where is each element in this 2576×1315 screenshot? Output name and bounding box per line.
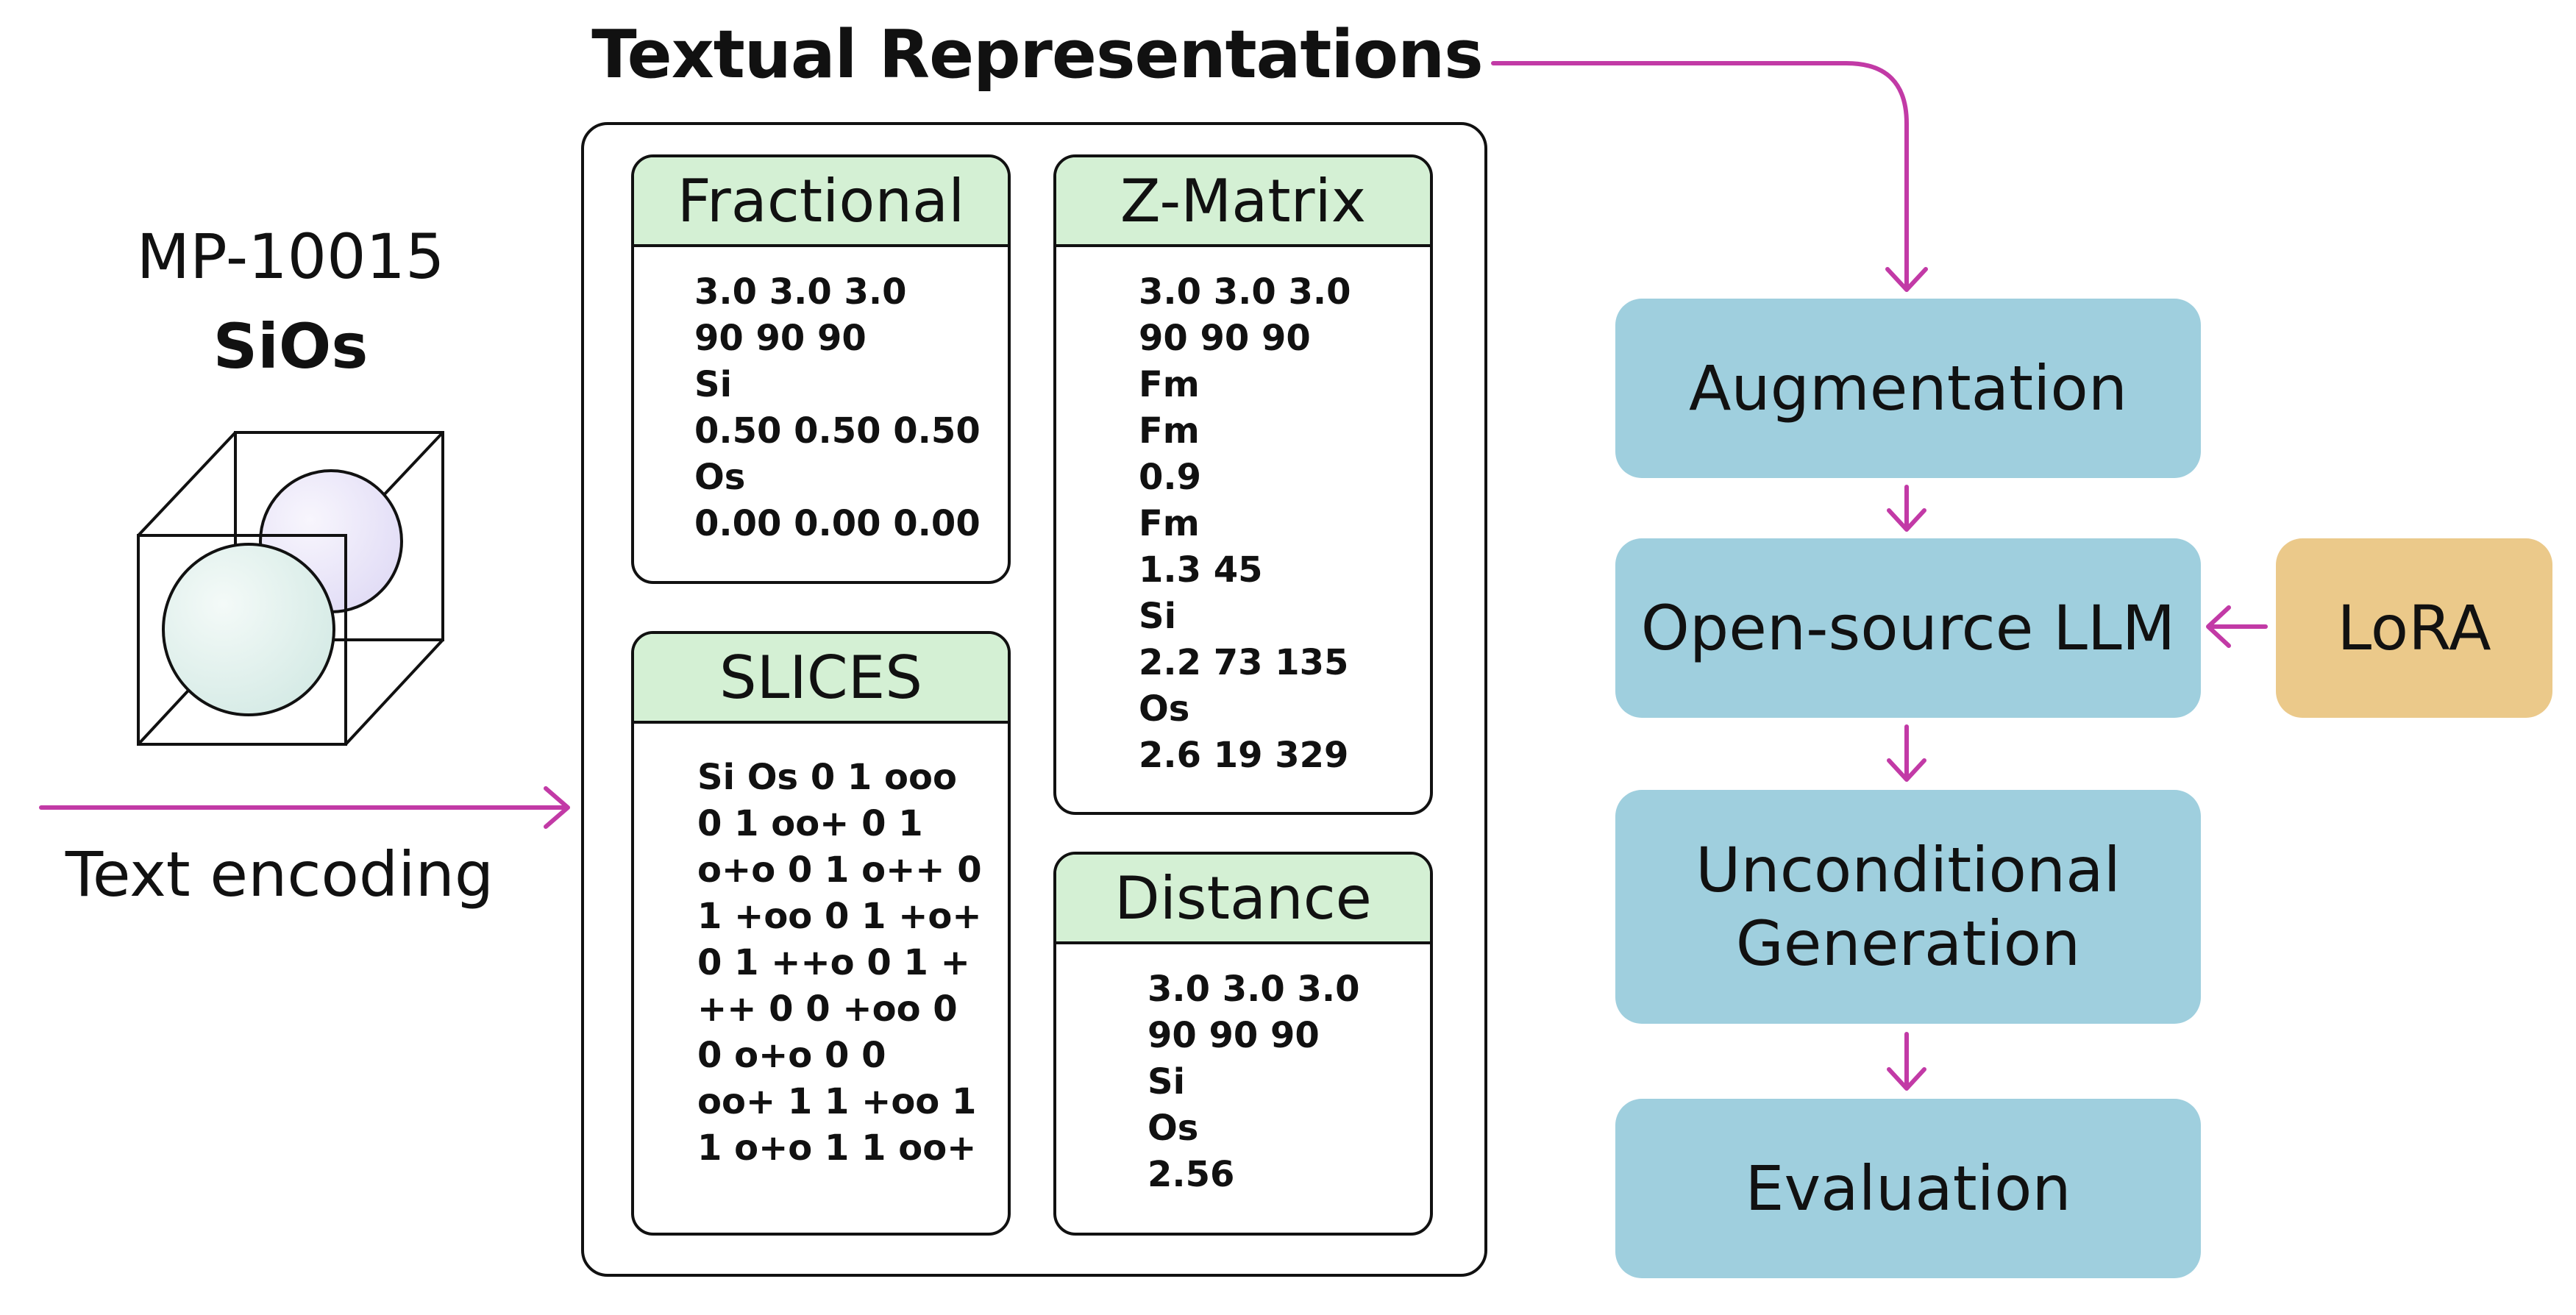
card-line: 0 1 oo+ 0 1 [697,803,923,844]
card-line: 0.9 [1139,457,1202,498]
representations-panel [581,122,1487,1277]
fractional-card-body: 3.0 3.0 3.0 90 90 90 Si 0.50 0.50 0.50 O… [634,247,1008,547]
card-line: 1.3 45 [1139,549,1263,591]
card-line: Os [1148,1108,1199,1149]
card-line: 1 +oo 0 1 +o+ [697,896,982,937]
card-line: 3.0 3.0 3.0 [1139,271,1351,313]
arrow-augmentation-to-llm [1887,485,1926,532]
slices-card-body: Si Os 0 1 ooo 0 1 oo+ 0 1 o+o 0 1 o++ 0 … [634,724,1008,1172]
pipeline-arrows [1887,485,2268,1091]
card-line: 2.6 19 329 [1139,735,1349,776]
card-line: Si [1139,596,1177,637]
card-line: 2.56 [1148,1154,1235,1195]
card-line: Os [1139,688,1190,730]
card-line: Si [1148,1061,1186,1102]
fractional-card: Fractional 3.0 3.0 3.0 90 90 90 Si 0.50 … [631,154,1011,584]
zmatrix-card: Z-Matrix 3.0 3.0 3.0 90 90 90 Fm Fm 0.9 … [1053,154,1433,815]
main-title: Textual Representations [591,16,1484,93]
large-sphere-icon [162,543,335,716]
slices-card-title: SLICES [634,634,1008,724]
card-line: Fm [1139,364,1200,405]
material-formula: SiOs [213,310,369,382]
card-line: oo+ 1 1 +oo 1 [697,1081,977,1122]
card-line: Fm [1139,503,1200,544]
card-line: Si [694,364,733,405]
card-line: 3.0 3.0 3.0 [1148,969,1360,1010]
fractional-card-title: Fractional [634,157,1008,247]
card-line: 0 o+o 0 0 [697,1035,886,1076]
card-line: 90 90 90 [694,318,867,359]
arrow-llm-to-generation [1887,724,1926,782]
card-line: Si Os 0 1 ooo [697,757,957,798]
card-line: Os [694,457,746,498]
text-encoding-arrow [39,786,570,829]
unconditional-generation-box: Unconditional Generation [1615,790,2201,1024]
card-line: 90 90 90 [1148,1015,1320,1056]
augmentation-box: Augmentation [1615,299,2201,478]
evaluation-box: Evaluation [1615,1099,2201,1278]
card-line: 90 90 90 [1139,318,1311,359]
card-line: 0.00 0.00 0.00 [694,503,981,544]
text-encoding-label: Text encoding [65,838,494,910]
card-line: 0.50 0.50 0.50 [694,410,981,452]
arrow-generation-to-evaluation [1887,1032,1926,1091]
generation-label-line1: Unconditional [1696,834,2121,906]
zmatrix-card-body: 3.0 3.0 3.0 90 90 90 Fm Fm 0.9 Fm 1.3 45… [1056,247,1430,779]
arrow-lora-to-llm [2206,605,2268,648]
card-line: 3.0 3.0 3.0 [694,271,907,313]
card-line: 1 o+o 1 1 oo+ [697,1127,977,1169]
distance-card-body: 3.0 3.0 3.0 90 90 90 Si Os 2.56 [1056,944,1430,1198]
card-line: 0 1 ++o 0 1 + [697,942,970,983]
distance-card: Distance 3.0 3.0 3.0 90 90 90 Si Os 2.56 [1053,852,1433,1236]
card-line: o+o 0 1 o++ 0 [697,849,982,891]
card-line: Fm [1139,410,1200,452]
zmatrix-card-title: Z-Matrix [1056,157,1430,247]
card-line: ++ 0 0 +oo 0 [697,988,958,1030]
title-to-augmentation-arrow [1491,61,1928,292]
distance-card-title: Distance [1056,855,1430,944]
generation-label-line2: Generation [1735,908,2081,980]
lora-box: LoRA [2276,538,2552,718]
material-id: MP-10015 [136,221,445,293]
open-source-llm-box: Open-source LLM [1615,538,2201,718]
card-line: 2.2 73 135 [1139,642,1349,683]
crystal-structure-icon [137,431,444,746]
slices-card: SLICES Si Os 0 1 ooo 0 1 oo+ 0 1 o+o 0 1… [631,631,1011,1236]
